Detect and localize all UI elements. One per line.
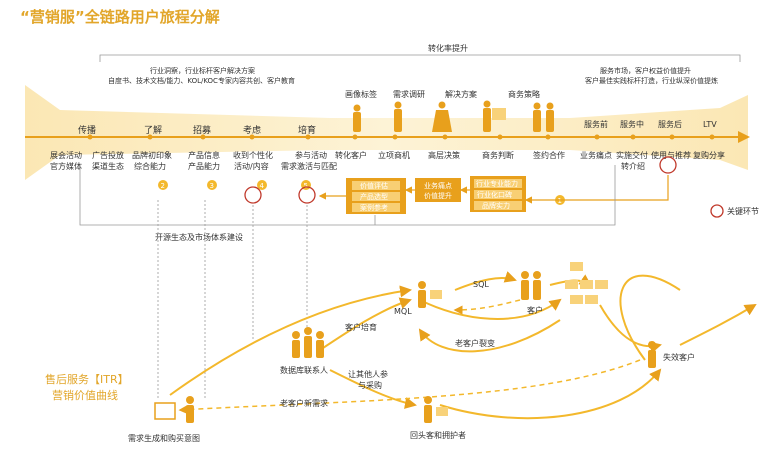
legend-circle [710,204,724,218]
conv-bottom-5: 签约合作 [533,150,565,160]
stage-label-3a: 品牌初印象 [132,150,172,160]
svg-text:价值提升: 价值提升 [424,191,452,200]
stage-label-4a: 产品信息 [188,150,220,160]
svg-text:案例参考: 案例参考 [360,203,388,212]
node-figures [154,262,656,423]
box-connectors [318,175,669,204]
ecosystem-bracket [79,165,616,226]
top-note-left-2: 自度书、技术文档/能力、KOL/KOC专家内容共创、客户教育 [108,76,295,85]
svg-text:5: 5 [304,182,308,190]
svg-text:1: 1 [558,197,562,205]
svg-text:3: 3 [210,182,214,190]
ecosystem-label: 开源生态及市场体系建设 [155,232,243,242]
key-circle-2 [298,186,316,204]
customer-figures [521,271,541,300]
top-label: 转化率提升 [428,43,468,53]
top-note-left-1: 行业洞察，行业标杆客户解决方案 [150,66,255,75]
stage-nurture: 培育 [298,124,316,136]
lost-figure [648,341,656,368]
mql-figure [418,281,442,308]
svg-text:产品选型: 产品选型 [360,192,388,201]
conv-bottom-3: 高层决策 [428,150,460,160]
service-delivery-a: 实施交付 [616,150,648,160]
stage-label-2a: 广告投放 [92,150,124,160]
svg-text:行业化口碑: 行业化口碑 [477,190,512,199]
returning-figure [424,396,448,423]
svg-text:价值评估: 价值评估 [360,181,388,190]
stage-label-5b: 活动/内容 [234,161,269,171]
stage-label-6b: 需求激活与匹配 [281,161,337,171]
service-pain: 业务痛点 [580,150,612,160]
node-demand: 需求生成和购买意图 [128,433,200,443]
node-old-churn: 老客户裂变 [455,338,495,348]
node-lost: 失效客户 [663,352,695,362]
conv-bottom-1: 转化客户 [335,150,367,160]
stage-consider: 考虑 [243,124,261,136]
top-note-right-2: 客户最佳实践标杆打造，行业纵深价值提炼 [585,76,718,85]
conv-top-1: 画像标签 [345,89,377,99]
stage-label-1b: 官方媒体 [50,161,82,171]
service-before: 服务前 [584,119,608,129]
stage-label-4b: 产品能力 [188,161,220,171]
conv-bottom-4: 商务判断 [482,150,514,160]
svg-text:2: 2 [161,182,165,190]
top-bracket [99,54,741,62]
database-figures [292,327,324,358]
service-after: 服务后 [658,119,682,129]
stage-label-5a: 收到个性化 [233,150,273,160]
svg-text:行业专业能力: 行业专业能力 [476,179,518,188]
service-delivery-b: 转介绍 [621,161,645,171]
funnel-band [25,85,748,180]
node-mql: MQL [394,307,412,316]
flow-curves [169,271,757,420]
service-during: 服务中 [620,119,644,129]
markers: 2 3 4 5 1 [158,180,565,205]
stage-label-3b: 综合能力 [134,161,166,171]
stage-recruit: 招募 [193,124,211,136]
customer-grid [565,262,608,304]
node-others-b: 与采购 [358,380,382,390]
svg-text:业务痛点: 业务痛点 [424,181,452,190]
node-cultivation: 客户培育 [345,322,377,332]
node-others-a: 让其他人参 [348,369,388,379]
page-title: “营销服”全链路用户旅程分解 [20,8,220,26]
service-repurchase: 复购分享 [693,150,725,160]
conv-top-2: 需求调研 [393,89,425,99]
service-recommend: 使用与推荐 [651,150,691,160]
stage-understand: 了解 [144,124,162,136]
stage-label-6a: 参与活动 [295,150,327,160]
node-customer: 客户 [527,305,543,315]
demand-figure [154,396,194,423]
box-2 [415,178,461,202]
conversion-figures [353,100,554,132]
svg-text:品牌实力: 品牌实力 [482,201,510,210]
service-ltv: LTV [703,120,717,129]
stage-dots [87,134,715,140]
node-old-new: 老客户新需求 [280,398,328,408]
value-curve-title: 营销价值曲线 [52,388,118,402]
conv-top-4: 商务策略 [508,89,540,99]
vertical-connectors [157,200,308,400]
top-note-right-1: 服务市场，客户权益价值提升 [600,66,691,75]
legend-key: 关键环节 [727,206,759,216]
stage-spread: 传播 [78,124,96,136]
itr-title: 售后服务【ITR】 [45,372,129,386]
node-database: 数据库联系人 [280,365,328,375]
conv-bottom-2: 立项商机 [378,150,410,160]
node-sql: SQL [473,280,489,289]
key-circle-3 [659,156,677,174]
stage-label-2b: 渠道生态 [92,161,124,171]
dashed-flows [178,299,641,415]
key-circle-1 [244,186,262,204]
node-returning: 回头客和拥护者 [410,430,466,440]
svg-text:4: 4 [260,182,265,190]
stage-label-1a: 展会活动 [50,150,82,160]
conv-top-3: 解决方案 [445,89,477,99]
